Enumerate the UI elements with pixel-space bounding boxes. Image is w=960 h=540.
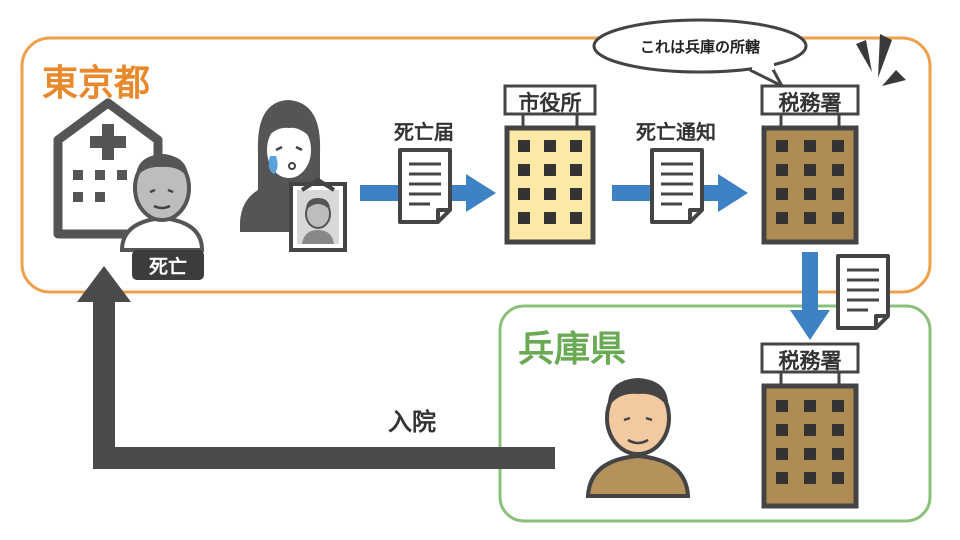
living-man-icon [585,378,691,498]
document-icon [398,148,452,224]
death-notice-label: 死亡通知 [636,120,716,144]
speech-bubble-text: これは兵庫の所轄 [639,38,760,56]
emphasis-marks-icon [856,34,906,86]
tax-office-building-icon [760,84,860,245]
tax-office-building-icon [760,342,860,509]
hyogo-region-label: 兵庫県 [518,329,627,370]
hyogo-tax-office-label: 税務署 [778,349,842,373]
document-icon [836,254,890,330]
deceased-person-icon [119,154,205,252]
tokyo-tax-office-label: 税務署 [778,91,842,115]
death-report-label: 死亡届 [394,120,454,144]
city-hall-building-icon [503,84,597,245]
admission-arrow [77,266,555,469]
tokyo-region-label: 東京都 [42,63,151,104]
death-badge-bg [132,250,204,280]
death-badge: 死亡 [148,256,187,278]
tokyo-region-frame [20,36,932,294]
memorial-portrait-icon [289,177,347,252]
admission-label: 入院 [388,408,436,436]
city-office-label: 市役所 [518,91,582,115]
transfer-arrow [790,252,830,340]
speech-bubble [592,18,808,88]
document-icon [650,148,704,224]
